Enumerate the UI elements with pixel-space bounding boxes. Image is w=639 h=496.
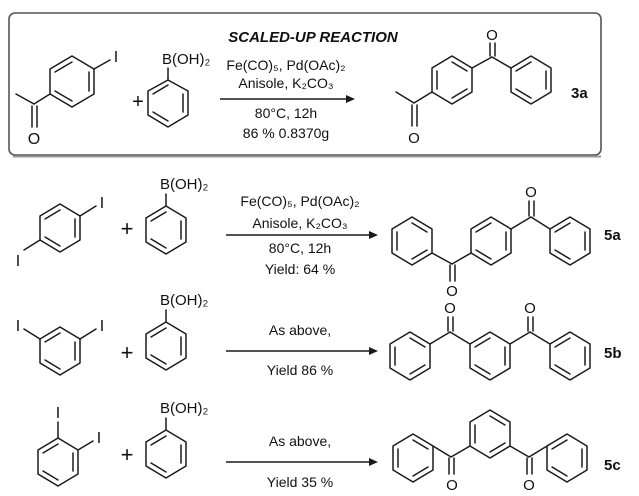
plus-sign: + [121, 442, 134, 467]
benzene-ring [469, 331, 511, 381]
condition-line-2: Yield 86 % [267, 362, 333, 378]
product-label-5a: 5a [604, 227, 621, 244]
iodine-atom-2: I [97, 430, 101, 447]
benzene-ring [147, 79, 189, 128]
phenylboronic-acid-structure: B(OH)₂ [145, 292, 208, 371]
scaled-up-title: SCALED-UP REACTION [228, 29, 399, 46]
benzene-ring [389, 331, 431, 381]
benzene-ring [37, 437, 79, 487]
condition-line-2: Yield 35 % [267, 474, 333, 490]
arrow-head [369, 347, 378, 355]
product-3a-structure: O O [395, 27, 552, 147]
benzene-ring [510, 55, 552, 105]
diiodobenzene-para-structure: I I [16, 195, 104, 270]
scaled-up-reaction: SCALED-UP REACTION I O + B(OH)₂ Fe(CO [8, 12, 602, 158]
product-5b-structure: O O [389, 300, 591, 381]
iodine-atom-1: I [16, 318, 20, 335]
reaction-5b: I I + B(OH)₂ As above, Yield 86 % O [16, 292, 622, 381]
oxygen-atom: O [28, 131, 40, 148]
benzene-ring [145, 429, 187, 479]
reagents-line-1: Fe(CO)₅, Pd(OAc)₂ [226, 57, 345, 73]
ketone-oxygen-1: O [446, 477, 458, 494]
phenylboronic-acid-structure: B(OH)₂ [147, 51, 210, 128]
benzene-ring [145, 205, 187, 255]
diiodobenzene-ortho-structure: I I [37, 405, 101, 487]
condition-line-3: 80°C, 12h [269, 240, 331, 256]
boronic-acid-label: B(OH)₂ [160, 292, 208, 309]
condition-line-1: As above, [269, 322, 331, 338]
plus-sign: + [132, 91, 144, 113]
scaled-up-box [8, 12, 602, 156]
diiodobenzene-meta-structure: I I [16, 318, 104, 376]
benzene-ring [469, 409, 511, 459]
product-5a-structure: O O [391, 184, 591, 300]
condition-line-1: Fe(CO)₅, Pd(OAc)₂ [240, 193, 359, 209]
product-label-3a: 3a [571, 85, 588, 102]
boronic-acid-label: B(OH)₂ [160, 176, 208, 193]
phenylboronic-acid-structure: B(OH)₂ [145, 176, 208, 255]
benzene-ring [470, 216, 512, 266]
arrow-head [369, 231, 378, 239]
acetyl-oxygen: O [408, 130, 420, 147]
boronic-acid-label: B(OH)₂ [162, 51, 210, 68]
benzene-ring [546, 433, 588, 483]
condition-line-4: Yield: 64 % [265, 261, 335, 277]
reaction-5c: I I + B(OH)₂ As above, Yield 35 % O [37, 400, 621, 494]
condition-line-2: Anisole, K₂CO₃ [252, 215, 347, 231]
ketone-oxygen-2: O [525, 184, 537, 201]
reagents-line-4: 86 % 0.8370g [243, 125, 329, 141]
reaction-5a: I I + B(OH)₂ Fe(CO)₅, Pd(OAc)₂ Anisole, … [16, 176, 622, 300]
benzene-ring [39, 326, 81, 376]
iodine-atom-2: I [16, 253, 20, 270]
product-5c-structure: O O [392, 409, 588, 494]
product-label-5b: 5b [604, 345, 622, 362]
benzene-ring [39, 203, 81, 253]
plus-sign: + [121, 340, 134, 365]
plus-sign: + [121, 216, 134, 241]
condition-line-1: As above, [269, 433, 331, 449]
ketone-oxygen-2: O [523, 477, 535, 494]
ketone-oxygen-2: O [524, 300, 536, 317]
iodine-atom-1: I [100, 195, 104, 212]
ketone-oxygen-1: O [446, 283, 458, 300]
benzene-ring [549, 216, 591, 266]
benzene-ring [391, 216, 433, 266]
product-label-5c: 5c [604, 457, 621, 474]
arrow-head [369, 458, 378, 466]
benzene-ring [145, 321, 187, 371]
ketone-oxygen: O [486, 27, 498, 44]
benzene-ring [549, 331, 591, 381]
benzene-ring [392, 433, 434, 483]
arrow-head [346, 95, 355, 103]
phenylboronic-acid-structure: B(OH)₂ [145, 400, 208, 479]
ketone-oxygen-1: O [444, 300, 456, 317]
reagents-line-2: Anisole, K₂CO₃ [238, 75, 333, 91]
iodine-atom-1: I [56, 405, 60, 422]
iodine-atom-2: I [100, 318, 104, 335]
reagents-line-3: 80°C, 12h [255, 105, 317, 121]
boronic-acid-label: B(OH)₂ [160, 400, 208, 417]
iodoacetophenone-structure: I O [15, 49, 118, 148]
iodine-atom: I [114, 49, 118, 66]
